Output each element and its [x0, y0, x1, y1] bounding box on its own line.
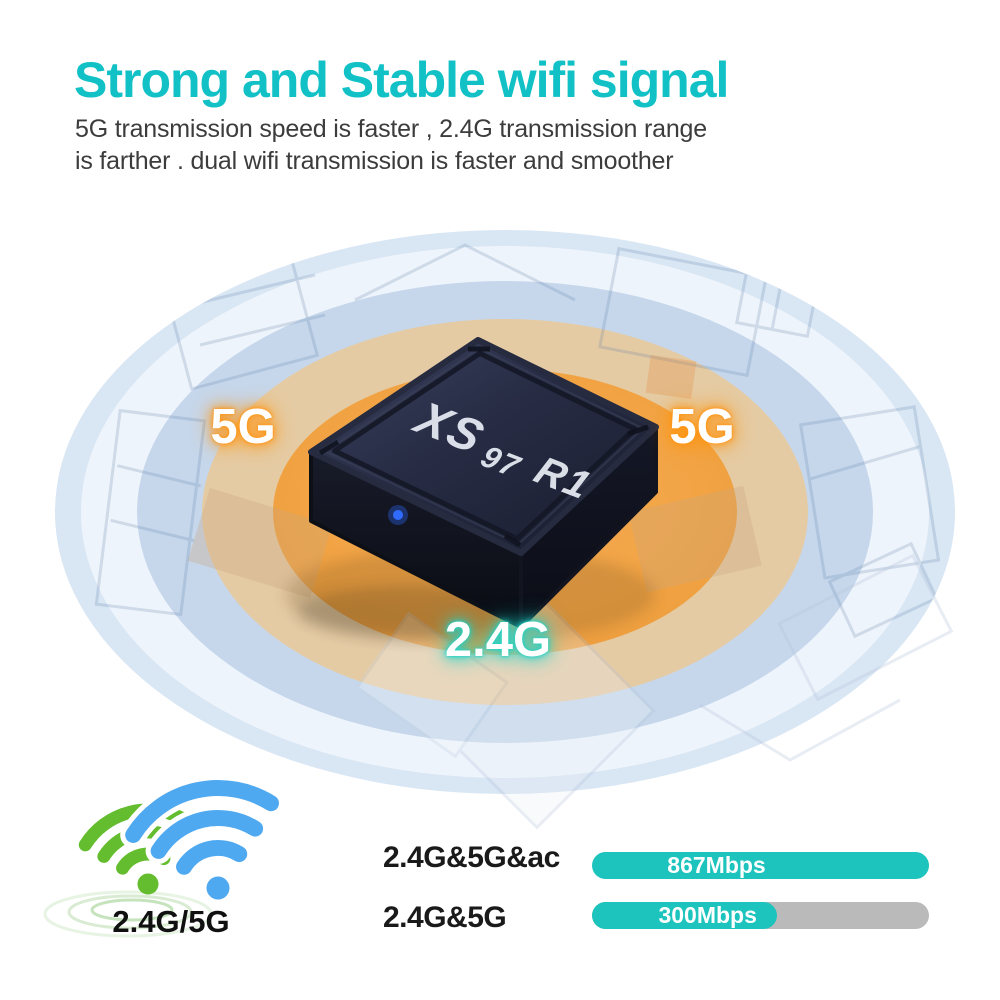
dual-band-label: 2.4G/5G — [112, 904, 230, 939]
subtitle-line-1: 5G transmission speed is faster , 2.4G t… — [75, 115, 707, 143]
speed-row-label-ac: 2.4G&5G&ac — [383, 841, 560, 874]
speed-value-300: 300Mbps — [658, 902, 757, 928]
room-sketch-furniture — [187, 354, 762, 599]
wifi-ripples — [43, 890, 213, 938]
speed-bar-867-fill: 867Mbps — [592, 852, 929, 879]
header: Strong and Stable wifi signal 5G transmi… — [74, 52, 729, 177]
band-label-5g-right: 5G — [669, 400, 735, 454]
page-title: Strong and Stable wifi signal — [74, 52, 729, 108]
speed-bar-300: 300Mbps — [592, 902, 929, 929]
speed-bar-867: 867Mbps — [592, 852, 929, 879]
speed-bar-300-fill: 300Mbps — [592, 902, 778, 929]
tv-box: XS 97 R1 — [285, 337, 659, 643]
subtitle-line-2: is farther . dual wifi transmission is f… — [75, 146, 674, 175]
wifi-blue-icon — [120, 775, 284, 907]
room-sketch — [94, 243, 941, 639]
led-indicator — [393, 510, 403, 520]
speed-value-867: 867Mbps — [667, 852, 766, 878]
speed-row-label-dual: 2.4G&5G — [383, 901, 507, 934]
band-label-5g-left: 5G — [210, 400, 276, 454]
box-corner-notches — [318, 346, 649, 548]
subtitle: 5G transmission speed is faster , 2.4G t… — [75, 114, 728, 177]
band-label-2-4g: 2.4G — [444, 613, 552, 667]
room-sketch-lower — [354, 553, 954, 830]
